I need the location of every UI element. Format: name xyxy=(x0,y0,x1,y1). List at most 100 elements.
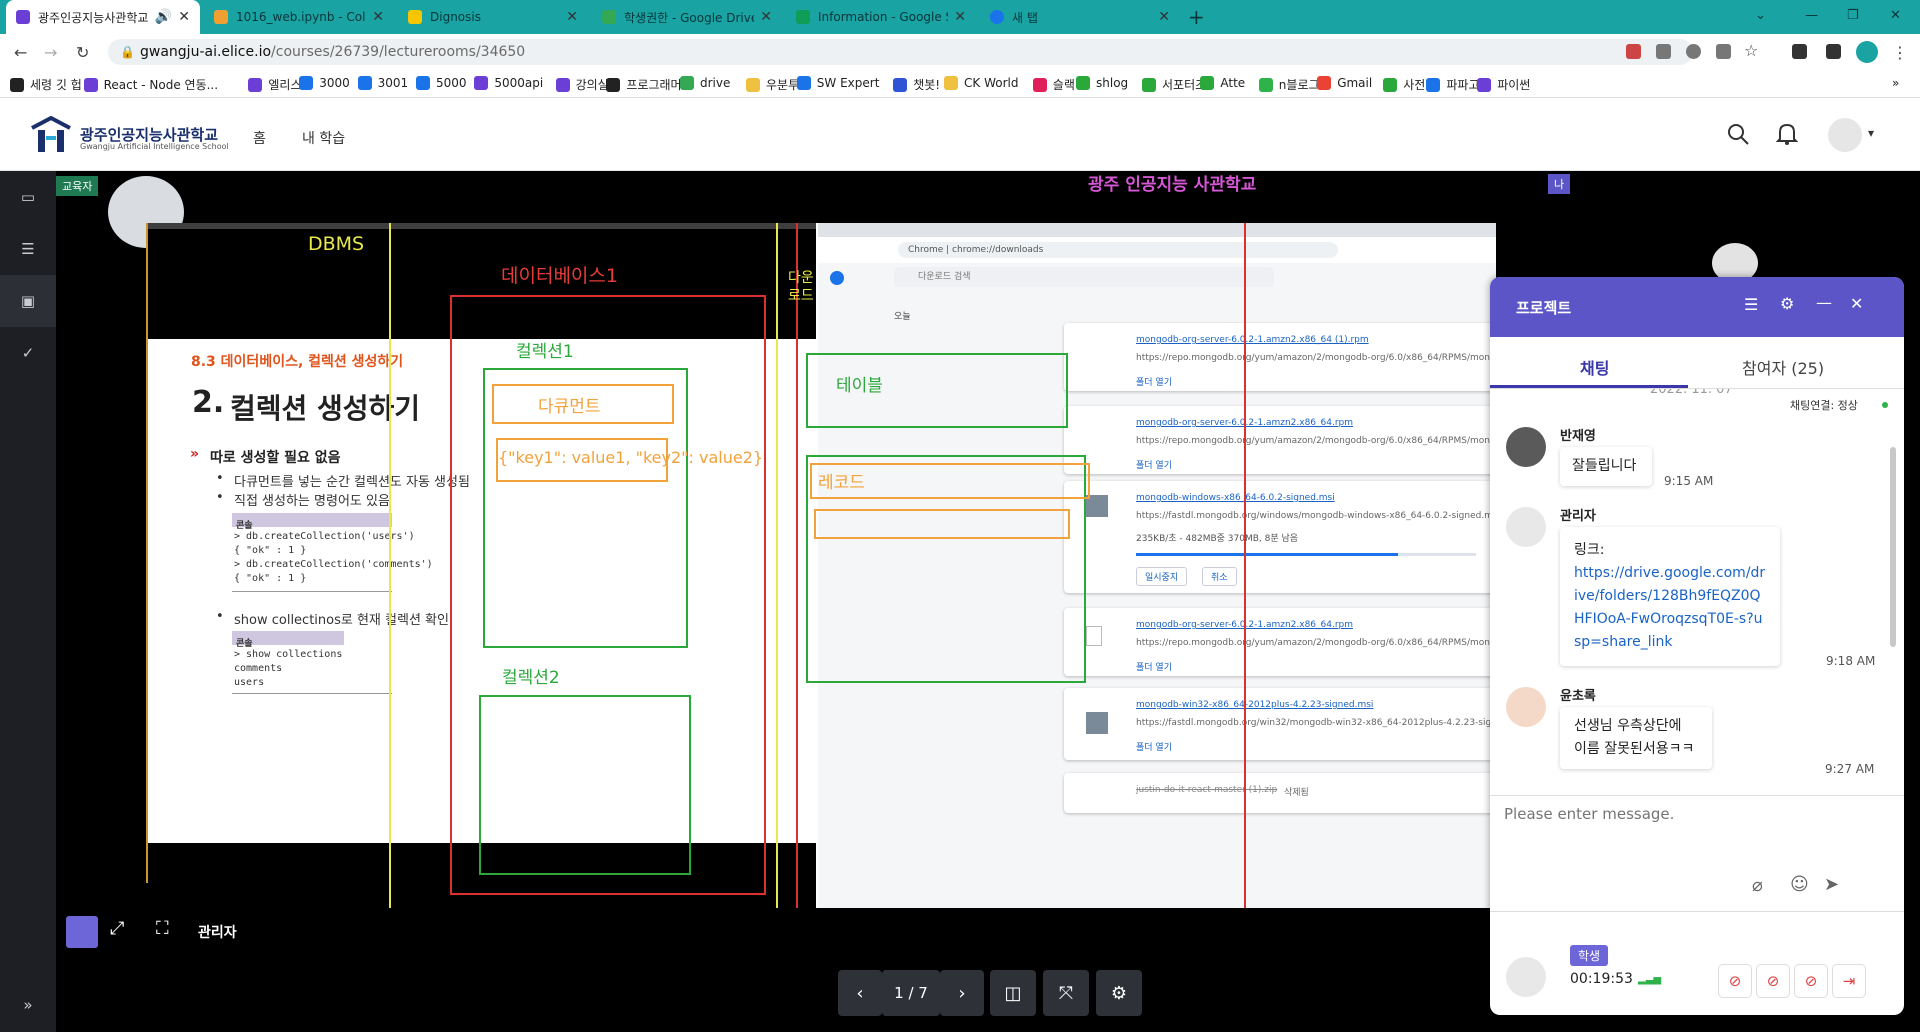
gear-icon[interactable]: ⚙ xyxy=(1780,294,1795,313)
bookmark-item[interactable]: 세령 깃 헙 xyxy=(10,76,82,93)
split-view-icon[interactable]: ◫ xyxy=(990,970,1036,1016)
more-bookmarks-icon[interactable]: » xyxy=(1892,76,1900,90)
close-icon[interactable]: ✕ xyxy=(954,9,966,25)
bookmark-item[interactable]: 엘리스 xyxy=(248,76,302,93)
emoji-icon[interactable]: ☺ xyxy=(1790,874,1809,895)
minimize-icon[interactable]: — xyxy=(1816,293,1832,312)
expand-icon[interactable]: ⤢ xyxy=(110,918,125,939)
camera-blocked-icon[interactable] xyxy=(1626,44,1641,59)
speaker-icon[interactable]: 🔊 xyxy=(154,9,173,25)
bookmark-item[interactable]: React - Node 연동... xyxy=(83,76,218,93)
window-close-icon[interactable]: ✕ xyxy=(1890,8,1901,23)
bookmark-star-icon[interactable]: ☆ xyxy=(1744,41,1759,60)
bookmark-item[interactable]: 강의실 xyxy=(555,76,609,93)
nav-home[interactable]: 홈 xyxy=(253,131,266,147)
open-folder-link[interactable]: 폴더 열기 xyxy=(1136,663,1172,673)
check-circle-icon[interactable]: ✓ xyxy=(21,344,35,362)
send-icon[interactable]: ➤ xyxy=(1824,874,1840,895)
bookmark-item[interactable]: Atte xyxy=(1200,76,1245,90)
bookmark-item[interactable]: shlog xyxy=(1076,76,1128,90)
download-filename[interactable]: mongodb-windows-x86_64-6.0.2-signed.msi xyxy=(1136,493,1335,503)
bookmark-item[interactable]: CK World xyxy=(944,76,1018,90)
monitor-icon[interactable]: ▣ xyxy=(0,275,56,327)
mic-off-icon[interactable]: ⊘ xyxy=(1718,964,1752,998)
close-icon[interactable]: ✕ xyxy=(178,9,190,25)
paperclip-icon[interactable]: ⌀ xyxy=(1752,875,1763,896)
school-logo-icon[interactable] xyxy=(30,115,72,154)
settings-gear-icon[interactable]: ⚙ xyxy=(1096,970,1142,1016)
message-link[interactable]: https://drive.google.com/drive/folders/1… xyxy=(1574,565,1766,650)
minimize-icon[interactable]: — xyxy=(1805,8,1818,23)
expand-chevrons-icon[interactable]: » xyxy=(23,996,33,1014)
fit-screen-icon[interactable]: ⤧ xyxy=(1043,970,1089,1016)
tab-sheets[interactable]: Information - Google Sheets ✕ xyxy=(786,0,976,34)
close-icon[interactable]: ✕ xyxy=(1158,9,1170,25)
tab-search-chevron-icon[interactable]: ⌄ xyxy=(1755,8,1766,23)
list-icon[interactable]: ☰ xyxy=(21,240,35,258)
bookmark-item[interactable]: 챗봇! xyxy=(893,76,940,93)
bookmark-item[interactable]: n블로그 xyxy=(1258,76,1320,93)
tab-active[interactable]: 광주인공지능사관학교 | AI/A 🔊 ✕ xyxy=(6,0,200,34)
menu-kebab-icon[interactable]: ⋮ xyxy=(1892,43,1908,62)
previous-page-icon[interactable]: ‹ xyxy=(838,970,882,1016)
extensions-puzzle-icon[interactable] xyxy=(1792,44,1807,59)
zoom-icon[interactable] xyxy=(1686,44,1701,59)
tab-chat[interactable]: 채팅 xyxy=(1580,359,1610,378)
reload-icon[interactable]: ↻ xyxy=(76,43,90,62)
bookmark-item[interactable]: 서포터즈 xyxy=(1142,76,1206,93)
side-panel-icon[interactable] xyxy=(1826,44,1841,59)
bell-icon[interactable] xyxy=(1775,122,1799,150)
nav-my-learning[interactable]: 내 학습 xyxy=(302,131,346,147)
bookmark-item[interactable]: 사전 xyxy=(1383,76,1425,93)
download-filename[interactable]: mongodb-org-server-6.0.2-1.amzn2.x86_64 … xyxy=(1136,335,1369,345)
forward-icon[interactable]: → xyxy=(44,43,58,62)
url-bar[interactable]: 🔒 gwangju-ai.elice.io/courses/26739/lect… xyxy=(108,39,1693,65)
next-page-icon[interactable]: › xyxy=(940,970,984,1016)
share-icon[interactable] xyxy=(1716,44,1731,59)
bookmark-item[interactable]: 5000 xyxy=(416,76,467,90)
bookmark-item[interactable]: 파이썬 xyxy=(1477,76,1530,93)
tab-participants[interactable]: 참여자 (25) xyxy=(1742,359,1825,378)
caret-down-icon[interactable]: ▾ xyxy=(1868,126,1875,140)
pause-button[interactable]: 일시중지 xyxy=(1136,567,1188,586)
camera-off-icon[interactable]: ⊘ xyxy=(1756,964,1790,998)
tab-new[interactable]: 새 탭 ✕ xyxy=(980,0,1180,34)
bookmark-item[interactable]: Gmail xyxy=(1317,76,1372,90)
tab-colab[interactable]: 1016_web.ipynb - Colaboratory ✕ xyxy=(204,0,394,34)
open-folder-link[interactable]: 폴더 열기 xyxy=(1136,743,1172,753)
open-folder-link[interactable]: 폴더 열기 xyxy=(1136,378,1172,388)
bookmark-item[interactable]: SW Expert xyxy=(796,76,879,90)
open-folder-link[interactable]: 폴더 열기 xyxy=(1136,461,1172,471)
bookmark-item[interactable]: 프로그래머스 xyxy=(606,76,693,93)
bookmark-item[interactable]: 3000 xyxy=(299,76,350,90)
leave-icon[interactable]: ⇥ xyxy=(1832,964,1866,998)
bookmark-item[interactable]: 파파고 xyxy=(1426,76,1480,93)
bookmark-item[interactable]: drive xyxy=(680,76,730,90)
close-icon[interactable]: ✕ xyxy=(372,9,384,25)
screenshare-off-icon[interactable]: ⊘ xyxy=(1794,964,1828,998)
bookmark-item[interactable]: 3001 xyxy=(357,76,408,90)
bookmark-item[interactable]: 슬랙 xyxy=(1032,76,1075,93)
message-input[interactable] xyxy=(1504,805,1884,865)
download-filename[interactable]: mongodb-win32-x86_64-2012plus-4.2.23-sig… xyxy=(1136,700,1374,710)
search-icon[interactable] xyxy=(1726,122,1750,150)
bookmark-item[interactable]: 5000api xyxy=(474,76,543,90)
user-avatar[interactable] xyxy=(1828,118,1862,152)
close-icon[interactable]: ✕ xyxy=(566,9,578,25)
logo-title[interactable]: 광주인공지능사관학교 xyxy=(80,126,219,144)
profile-avatar[interactable] xyxy=(1856,41,1878,63)
menu-icon[interactable]: ☰ xyxy=(1744,295,1759,314)
book-icon[interactable]: ▭ xyxy=(20,188,36,206)
bookmark-item[interactable]: 우분투 xyxy=(746,76,799,93)
tab-drive[interactable]: 학생권한 - Google Drive ✕ xyxy=(592,0,782,34)
person-icon[interactable] xyxy=(66,916,98,948)
close-icon[interactable]: ✕ xyxy=(760,9,772,25)
cancel-button[interactable]: 취소 xyxy=(1202,567,1237,586)
restore-icon[interactable]: ❐ xyxy=(1847,8,1859,23)
lock-icon[interactable]: 🔒 xyxy=(120,45,135,59)
scrollbar[interactable] xyxy=(1890,447,1896,647)
tab-dignosis[interactable]: Dignosis ✕ xyxy=(398,0,588,34)
back-icon[interactable]: ← xyxy=(14,43,28,62)
close-icon[interactable]: ✕ xyxy=(1850,294,1864,313)
fullscreen-icon[interactable]: ⛶ xyxy=(156,918,169,939)
